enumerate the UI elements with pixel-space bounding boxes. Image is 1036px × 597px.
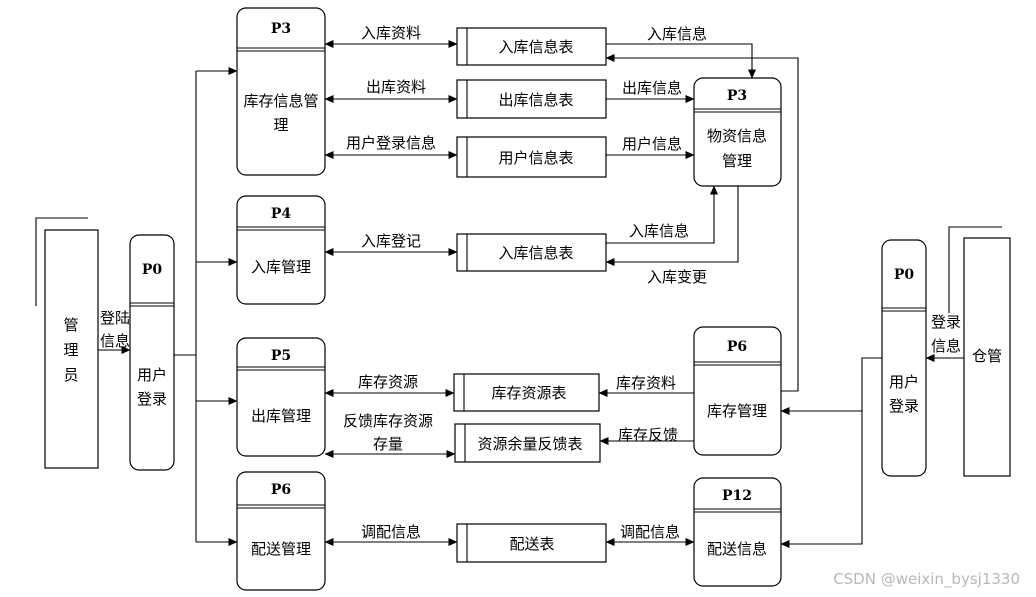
flow-inventory-to-inbound-table	[605, 54, 799, 392]
label-outbound-info: 出库信息	[622, 79, 682, 97]
process-p0-right: P0 用户 登录	[881, 239, 927, 477]
process-p5-name: 出库管理	[251, 407, 311, 425]
label-user-info: 用户信息	[622, 135, 682, 153]
label-dispatch-left: 调配信息	[361, 523, 421, 541]
store-inbound-table-2: 入库信息表	[456, 233, 607, 272]
label-feedback-stock-2: 存量	[373, 435, 403, 453]
process-p6-delivery: P6 配送管理	[236, 471, 326, 591]
process-p0-left-id: P0	[142, 262, 163, 278]
process-p3-material: P3 物资信息 管理	[693, 77, 782, 187]
store-inbound-table-1-label: 入库信息表	[498, 38, 573, 56]
admin-entity: 管 理 员	[35, 217, 99, 469]
process-p4-id: P4	[271, 206, 292, 222]
watermark: CSDN @weixin_bysj1330	[833, 570, 1020, 589]
flow-inbound-info-mid	[606, 185, 718, 244]
process-p3-stock-name-1: 库存信息管	[243, 92, 318, 110]
process-p12: P12 配送信息	[693, 477, 782, 587]
label-inbound-change: 入库变更	[647, 268, 707, 286]
label-login-right-2: 信息	[931, 337, 961, 355]
label-inbound-info-top: 入库信息	[647, 25, 707, 43]
process-p3-stock: P3 库存信息管 理	[236, 7, 326, 176]
process-p0-left-name-2: 登录	[137, 390, 167, 408]
label-login-right-1: 登录	[931, 313, 961, 331]
admin-label-3: 员	[63, 366, 78, 384]
store-feedback-table: 资源余量反馈表	[454, 423, 601, 463]
process-p5: P5 出库管理	[236, 337, 326, 457]
process-p3-material-name-2: 管理	[722, 152, 752, 170]
store-outbound-table: 出库信息表	[456, 79, 607, 119]
store-stock-resource-table-label: 库存资源表	[491, 384, 566, 402]
flow-inbound-info-top	[606, 43, 756, 79]
label-feedback-stock-1: 反馈库存资源	[343, 412, 433, 430]
store-feedback-table-label: 资源余量反馈表	[477, 435, 582, 453]
keeper-entity: 仓管	[948, 226, 1011, 477]
store-outbound-table-label: 出库信息表	[498, 91, 573, 109]
process-p3-material-name-1: 物资信息	[707, 127, 767, 145]
label-inbound-register: 入库登记	[361, 232, 421, 250]
label-inbound-info-mid: 入库信息	[629, 222, 689, 240]
admin-label-2: 理	[63, 341, 78, 359]
process-p6-inventory-id: P6	[727, 339, 747, 355]
store-delivery-table-label: 配送表	[509, 535, 554, 553]
process-p0-right-id: P0	[894, 267, 915, 283]
process-p3-material-id: P3	[727, 88, 747, 104]
label-login-left-1: 登陆	[100, 309, 130, 327]
store-delivery-table: 配送表	[456, 523, 607, 563]
process-p0-left: P0 用户 登录	[129, 234, 175, 471]
label-login-left-2: 信息	[100, 332, 130, 350]
label-inbound-data: 入库资料	[361, 24, 421, 42]
process-p0-left-name-1: 用户	[137, 366, 167, 384]
label-dispatch-right: 调配信息	[620, 523, 680, 541]
label-outbound-data: 出库资料	[366, 78, 426, 96]
store-user-table: 用户信息表	[456, 136, 607, 178]
process-p0-right-name-2: 登录	[889, 397, 919, 415]
admin-label-1: 管	[63, 316, 78, 334]
process-p6-inventory: P6 库存管理	[693, 326, 782, 456]
flow-inbound-change	[605, 186, 739, 266]
process-p12-name: 配送信息	[707, 540, 767, 558]
store-inbound-table-1: 入库信息表	[456, 27, 607, 66]
label-stock-resource: 库存资源	[358, 373, 418, 391]
store-user-table-label: 用户信息表	[498, 149, 573, 167]
process-p3-stock-id: P3	[271, 21, 291, 37]
label-user-login-info: 用户登录信息	[346, 134, 436, 152]
process-p4: P4 入库管理	[236, 195, 326, 305]
flow-to-p12	[780, 411, 863, 548]
flow-to-inventory	[780, 357, 882, 415]
process-p5-id: P5	[271, 348, 291, 364]
process-p0-right-name-1: 用户	[889, 373, 919, 391]
label-stock-feedback: 库存反馈	[618, 426, 678, 444]
store-stock-resource-table: 库存资源表	[453, 373, 600, 412]
process-p3-stock-name-2: 理	[273, 116, 288, 134]
label-stock-data: 库存资料	[616, 374, 676, 392]
process-p12-id: P12	[722, 488, 752, 504]
process-p6-delivery-name: 配送管理	[251, 540, 311, 558]
process-p4-name: 入库管理	[251, 258, 311, 276]
keeper-label: 仓管	[972, 347, 1002, 365]
process-p6-inventory-name: 库存管理	[707, 402, 767, 420]
process-p6-delivery-id: P6	[271, 482, 291, 498]
store-inbound-table-2-label: 入库信息表	[498, 244, 573, 262]
